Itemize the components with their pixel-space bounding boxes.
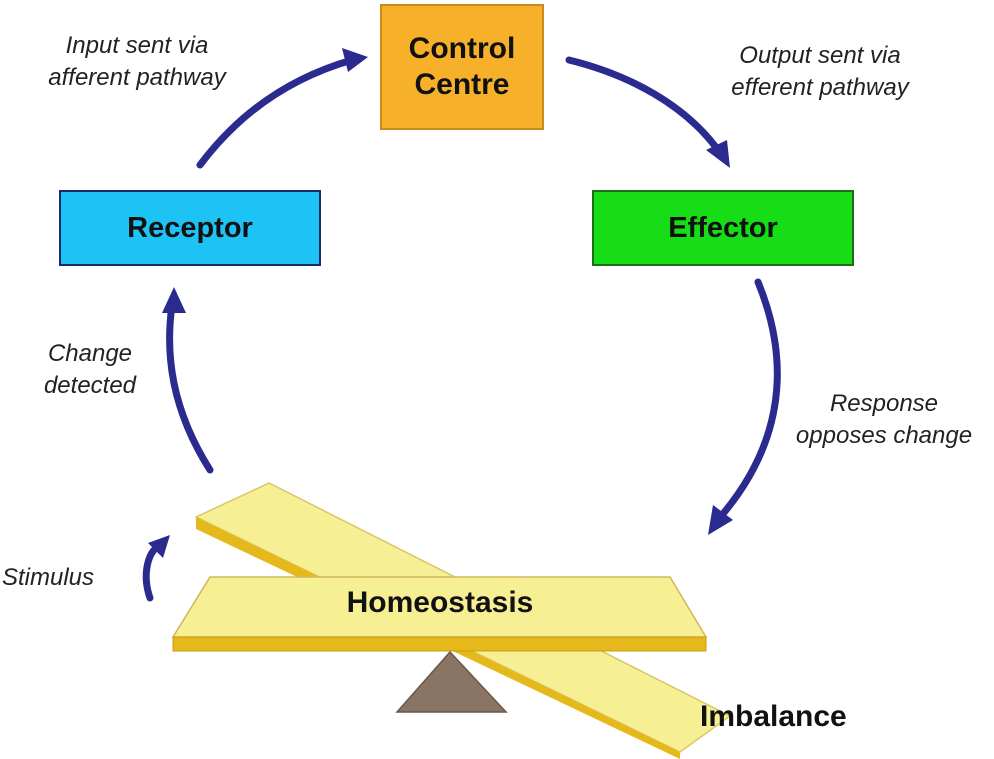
arrow-effector-to-homeostasis-head — [708, 505, 733, 535]
receptor-label: Receptor — [127, 211, 253, 244]
fulcrum — [395, 650, 508, 713]
imbalance-label: Imbalance — [700, 700, 847, 733]
output-pathway-label: Output sent via efferent pathway — [700, 40, 940, 104]
arrow-change-to-receptor-head — [162, 287, 186, 313]
arrow-receptor-to-control-head — [342, 48, 368, 72]
effector-box: Effector — [592, 190, 854, 266]
input-pathway-label: Input sent via afferent pathway — [22, 30, 252, 94]
arrow-effector-to-homeostasis — [718, 278, 781, 519]
arrow-control-to-effector — [565, 56, 722, 154]
arrow-change-to-receptor — [166, 301, 214, 474]
response-label-line2: opposes change — [795, 422, 973, 449]
output-label-line1: Output sent via — [739, 42, 901, 69]
change-detected-label: Change detected — [10, 338, 170, 402]
control-centre-label-line2: Centre — [414, 68, 510, 101]
control-centre-box: Control Centre — [380, 4, 544, 130]
homeostasis-label: Homeostasis — [346, 586, 534, 619]
receptor-box: Receptor — [59, 190, 321, 266]
input-label-line1: Input sent via — [65, 32, 209, 59]
effector-label: Effector — [668, 211, 778, 244]
input-label-line2: afferent pathway — [48, 64, 226, 91]
balanced-plank — [171, 576, 708, 652]
arrow-receptor-to-control — [196, 56, 356, 169]
response-label-line1: Response — [829, 390, 939, 417]
change-label-line1: Change — [47, 340, 133, 367]
change-label-line2: detected — [43, 372, 137, 399]
control-centre-label-line1: Control — [408, 32, 516, 65]
response-label: Response opposes change — [776, 388, 992, 452]
arrow-stimulus — [142, 544, 160, 602]
stimulus-label: Stimulus — [2, 564, 95, 591]
output-label-line2: efferent pathway — [731, 74, 909, 101]
arrow-stimulus-head — [148, 535, 170, 558]
arrow-control-to-effector-head — [706, 140, 730, 168]
